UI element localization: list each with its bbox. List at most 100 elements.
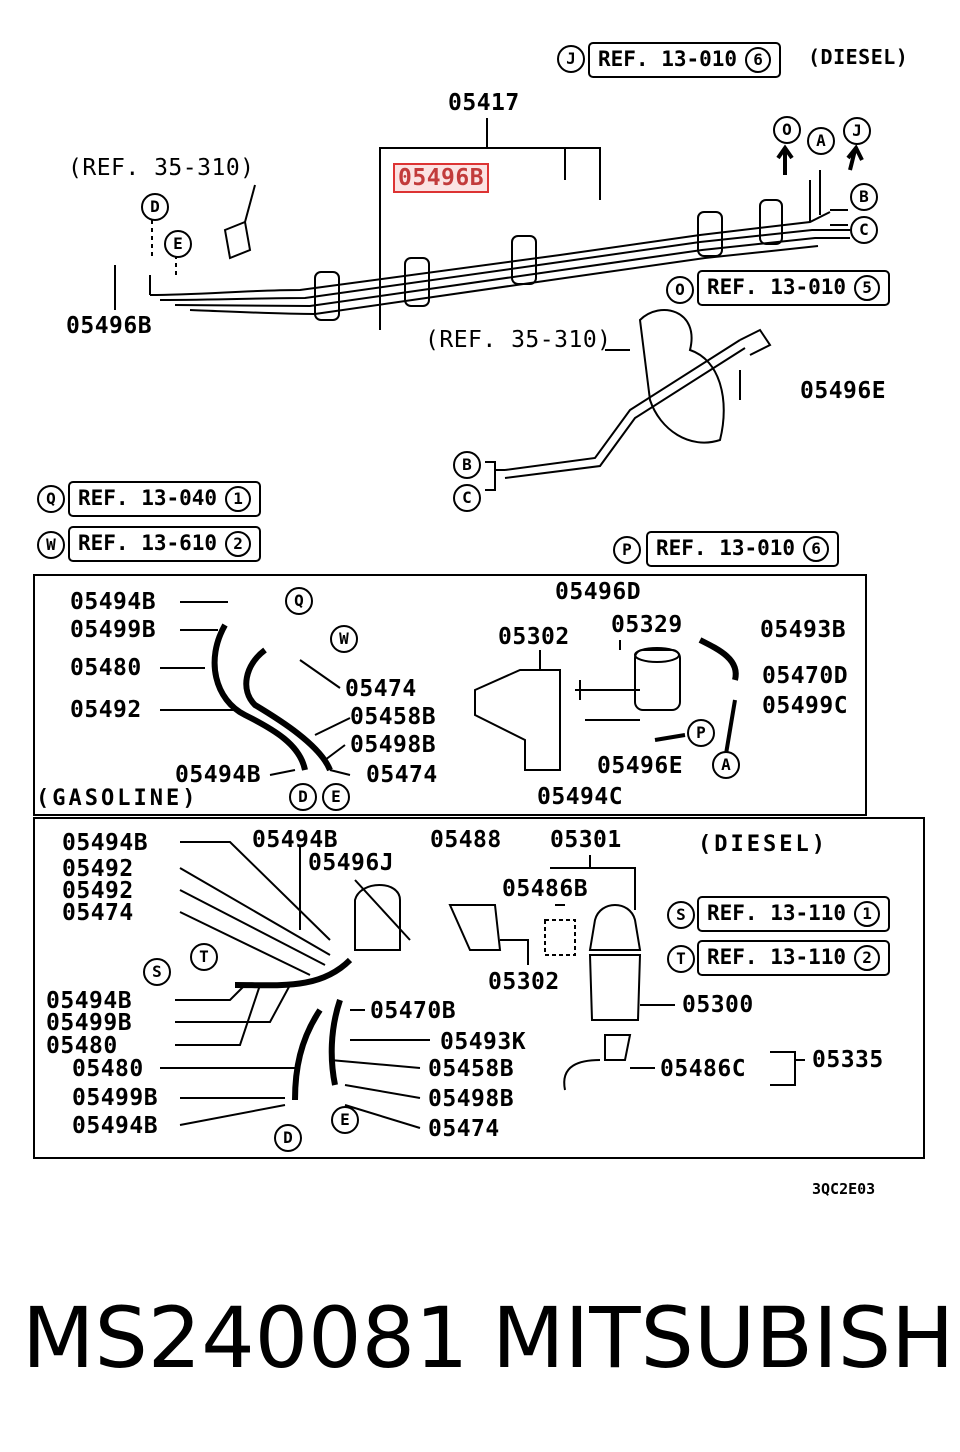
ref-35-310-label: (REF. 35-310) xyxy=(68,155,255,181)
diesel-ref-suffix: (DIESEL) xyxy=(808,45,909,69)
part-05470D: 05470D xyxy=(762,663,849,689)
part-label: 05499B xyxy=(70,617,157,643)
callout-O: O xyxy=(773,116,801,144)
callout-B: B xyxy=(850,183,878,211)
part-05496B: 05496B xyxy=(66,313,153,339)
part-05486C: 05486C xyxy=(660,1056,747,1082)
ref-box-T: REF. 13-110 2 xyxy=(697,940,891,976)
callout-A: A xyxy=(807,127,835,155)
fuel-pipe xyxy=(159,229,850,301)
part-05486B: 05486B xyxy=(502,876,589,902)
part-label: 05480 xyxy=(70,655,142,681)
part-05301: 05301 xyxy=(550,827,622,853)
part-label: 05494B xyxy=(46,988,133,1014)
ref-box-S: REF. 13-110 1 xyxy=(697,896,891,932)
part-label: 05494B xyxy=(62,830,149,856)
part-label: 05499B xyxy=(72,1085,159,1111)
callout-T: T xyxy=(190,943,218,971)
part-05499C: 05499C xyxy=(762,693,849,719)
part-label: 05480 xyxy=(72,1056,144,1082)
ref-35-310-label: (REF. 35-310) xyxy=(425,327,612,353)
part-label: 05494B xyxy=(72,1113,159,1139)
part-05300: 05300 xyxy=(682,992,754,1018)
gasoline-box xyxy=(33,574,867,816)
fuel-pipe xyxy=(189,245,819,316)
callout-P: P xyxy=(613,536,641,564)
part-05470B: 05470B xyxy=(370,998,457,1024)
callout-Q: Q xyxy=(37,485,65,513)
callout-B: B xyxy=(453,451,481,479)
callout-C: C xyxy=(850,216,878,244)
fuel-pipe xyxy=(174,237,850,308)
part-05417: 05417 xyxy=(448,90,520,116)
ref-text: REF. 13-040 xyxy=(78,486,218,510)
ref-text: REF. 13-010 xyxy=(656,536,796,560)
ref-text: REF. 13-610 xyxy=(78,531,218,555)
part-label: 05494B xyxy=(70,589,157,615)
diesel-box xyxy=(33,817,925,1159)
callout-D: D xyxy=(141,193,169,221)
diagram-code: 3QC2E03 xyxy=(812,1180,876,1198)
diesel-section-label: (DIESEL) xyxy=(698,832,828,857)
part-05496D: 05496D xyxy=(555,579,642,605)
part-05496E: 05496E xyxy=(597,753,684,779)
part-label: 05492 xyxy=(62,878,134,904)
part-label: 05499B xyxy=(46,1010,133,1036)
ref-number: 5 xyxy=(854,275,881,301)
part-05498B: 05498B xyxy=(428,1086,515,1112)
part-05498B: 05498B xyxy=(350,732,437,758)
highlighted-part-number: 05496B xyxy=(393,163,490,193)
part-05496J: 05496J xyxy=(308,850,395,876)
brand-name: MITSUBISHI xyxy=(492,1289,960,1387)
part-05493B: 05493B xyxy=(760,617,847,643)
part-label: 05492 xyxy=(70,697,142,723)
callout-Q: Q xyxy=(285,587,313,615)
part-label: 05492 xyxy=(62,856,134,882)
ref-number: 1 xyxy=(854,901,881,927)
callout-W: W xyxy=(37,531,65,559)
callout-A: A xyxy=(712,751,740,779)
callout-D: D xyxy=(274,1124,302,1152)
part-05474: 05474 xyxy=(366,762,438,788)
gasoline-section-label: (GASOLINE) xyxy=(36,786,199,811)
part-05474: 05474 xyxy=(345,676,417,702)
part-05302: 05302 xyxy=(498,624,570,650)
part-05329: 05329 xyxy=(611,612,683,638)
callout-E: E xyxy=(331,1106,359,1134)
part-05474: 05474 xyxy=(428,1116,500,1142)
callout-E: E xyxy=(322,783,350,811)
ref-text: REF. 13-110 xyxy=(707,945,847,969)
part-05458B: 05458B xyxy=(428,1056,515,1082)
part-number: MS240081 xyxy=(22,1289,469,1387)
part-label: 05474 xyxy=(62,900,134,926)
part-05496B-highlight[interactable]: 05496B xyxy=(393,163,490,193)
part-05496E: 05496E xyxy=(800,378,887,404)
ref-text: REF. 13-110 xyxy=(707,901,847,925)
callout-C: C xyxy=(453,484,481,512)
part-05494B: 05494B xyxy=(175,762,262,788)
part-05335: 05335 xyxy=(812,1047,884,1073)
callout-S: S xyxy=(667,901,695,929)
callout-P: P xyxy=(687,719,715,747)
ref-text: REF. 13-010 xyxy=(598,47,738,71)
part-05494C: 05494C xyxy=(537,784,624,810)
part-05302: 05302 xyxy=(488,969,560,995)
callout-S: S xyxy=(143,958,171,986)
callout-E: E xyxy=(164,230,192,258)
callout-O: O xyxy=(666,276,694,304)
ref-number: 2 xyxy=(854,945,881,971)
part-05488: 05488 xyxy=(430,827,502,853)
part-label: 05480 xyxy=(46,1033,118,1059)
callout-T: T xyxy=(667,945,695,973)
callout-D: D xyxy=(289,783,317,811)
part-05458B: 05458B xyxy=(350,704,437,730)
ref-number: 6 xyxy=(745,47,772,73)
part-05494B: 05494B xyxy=(252,827,339,853)
part-05493K: 05493K xyxy=(440,1029,527,1055)
